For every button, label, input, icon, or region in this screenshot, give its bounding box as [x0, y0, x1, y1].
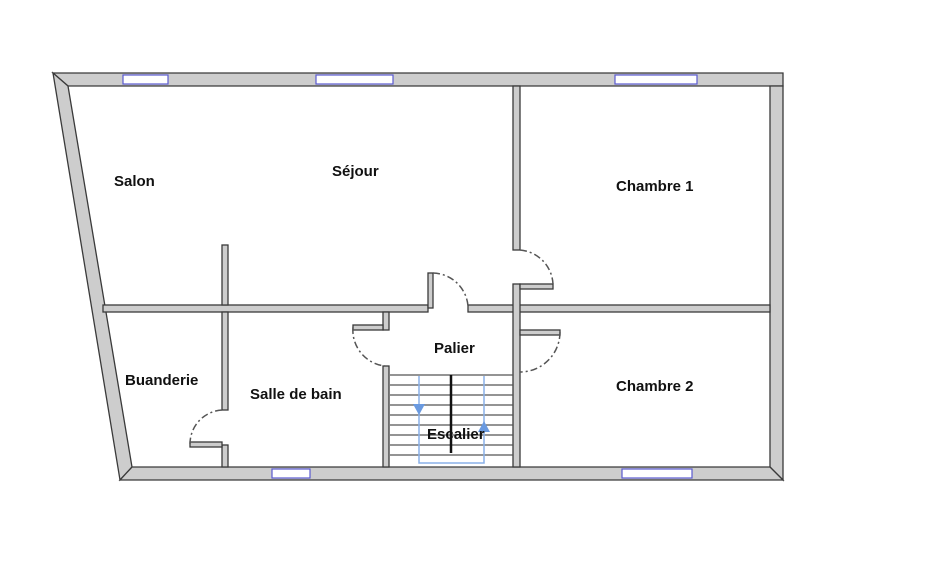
room-label-escalier: Escalier [427, 426, 485, 443]
arrow-down-icon [413, 404, 425, 415]
outer-wall-right [769, 85, 784, 482]
staircase [390, 374, 513, 464]
room-label-chambre-2: Chambre 2 [616, 378, 694, 395]
interior-wall [352, 324, 384, 331]
outer-wall-left [52, 71, 133, 482]
room-label-palier: Palier [434, 340, 475, 357]
interior-wall [519, 329, 561, 336]
room-label-salle-de-bain: Salle de bain [250, 386, 342, 403]
door-swing [352, 326, 386, 367]
room-label-chambre-1: Chambre 1 [616, 178, 694, 195]
window [614, 74, 698, 85]
window [271, 468, 311, 479]
interior-wall [189, 441, 223, 448]
interior-wall [221, 311, 229, 411]
door-swing [432, 272, 469, 307]
room-label-salon: Salon [114, 173, 155, 190]
interior-wall [512, 85, 521, 251]
interior-wall [221, 244, 229, 306]
interior-wall [102, 304, 429, 313]
interior-wall [512, 283, 521, 468]
window [315, 74, 394, 85]
room-label-sejour: Séjour [332, 163, 379, 180]
window [621, 468, 693, 479]
interior-wall [221, 444, 229, 468]
room-label-buanderie: Buanderie [125, 372, 199, 389]
interior-wall [382, 311, 390, 331]
window [122, 74, 169, 85]
door-swing [519, 249, 554, 285]
interior-wall [519, 283, 554, 290]
interior-wall [427, 272, 434, 309]
arrow-up-icon [478, 421, 490, 432]
interior-wall [382, 365, 390, 468]
door-swing [189, 409, 223, 445]
door-swing [519, 331, 561, 373]
interior-wall [467, 304, 771, 313]
